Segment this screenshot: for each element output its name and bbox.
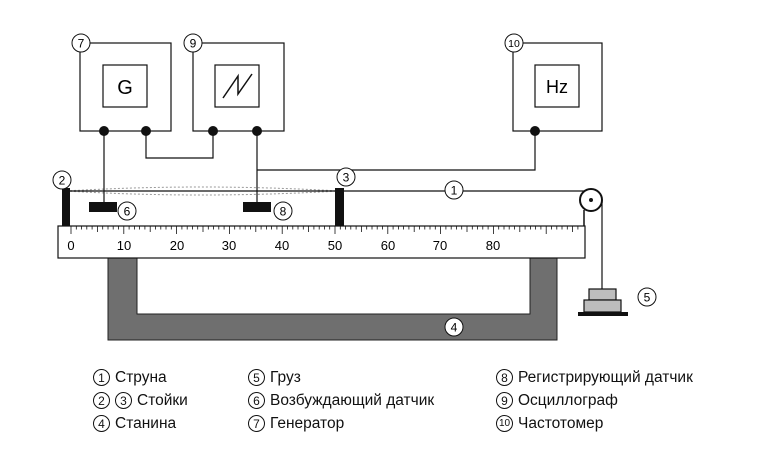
legend-number: 4 [93,415,110,432]
ruler-tick-50: 50 [328,238,342,253]
legend-label: Регистрирующий датчик [518,369,693,386]
callout-3-circle [336,167,356,187]
generator-symbol: G [117,77,133,99]
ruler-tick-0: 0 [67,238,74,253]
legend-item: 1 Струна [93,366,188,389]
legend-number: 5 [248,369,265,386]
callout-7: 7 [78,37,85,51]
legend-number: 10 [496,415,513,432]
callout-5: 5 [644,291,651,305]
terminal-dot [252,126,262,136]
legend-item: 4 Станина [93,412,188,435]
legend-label: Груз [270,369,301,386]
legend-label: Возбуждающий датчик [270,392,435,409]
callout-6: 6 [124,205,131,219]
ruler-tick-labels: 0 10 20 30 40 50 60 70 80 [67,238,500,253]
frame [107,257,558,341]
weight-upper [588,288,617,301]
callout-5-circle [637,287,657,307]
weight-lower [583,299,622,313]
callout-2-circle [52,170,72,190]
detector-sensor [243,202,271,212]
ruler-tick-70: 70 [433,238,447,253]
legend-item: 6 Возбуждающий датчик [248,389,434,412]
legend-number: 6 [248,392,265,409]
ruler-tick-30: 30 [222,238,236,253]
legend-number: 1 [93,369,110,386]
ruler-tick-10: 10 [117,238,131,253]
callout-10-circle [504,33,524,53]
callout-9-circle [183,33,203,53]
callout-8: 8 [280,205,287,219]
string-oscillation-envelope [65,186,340,196]
legend-label: Струна [115,369,167,386]
legend-label: Генератор [270,415,345,432]
callout-1: 1 [451,184,458,198]
callout-4-circle [444,317,464,337]
callout-2: 2 [59,174,66,188]
legend-column-1: 1 Струна 2 3 Стойки 4 Станина [93,366,188,435]
ruler-tick-60: 60 [381,238,395,253]
legend-item: 8 Регистрирующий датчик [496,366,693,389]
terminal-dots [99,126,540,136]
legend-label: Осциллограф [518,392,618,409]
ruler-minor-ticks [70,226,579,234]
legend-item: 10 Частотомер [496,412,693,435]
callout-1-circle [444,180,464,200]
legend-item: 9 Осциллограф [496,389,693,412]
ruler-tick-40: 40 [275,238,289,253]
terminal-dot [141,126,151,136]
post-right [335,188,344,226]
legend-number: 8 [496,369,513,386]
legend-column-3: 8 Регистрирующий датчик 9 Осциллограф 10… [496,366,693,435]
legend-number: 3 [115,392,132,409]
terminal-dot [99,126,109,136]
terminal-dot [208,126,218,136]
callout-3: 3 [343,171,350,185]
sawtooth-icon [222,73,253,99]
legend-label: Частотомер [518,415,604,432]
callout-10: 10 [508,38,520,50]
legend-item: 7 Генератор [248,412,434,435]
legend-item: 2 3 Стойки [93,389,188,412]
post-left [62,188,70,226]
exciter-sensor [89,202,117,212]
ruler-bar [57,225,586,259]
callout-7-circle [71,33,91,53]
legend-column-2: 5 Груз 6 Возбуждающий датчик 7 Генератор [248,366,434,435]
legend-number: 7 [248,415,265,432]
legend-label: Станина [115,415,177,432]
terminal-dot [530,126,540,136]
frequency-meter-symbol: Hz [546,77,568,97]
ruler-tick-20: 20 [170,238,184,253]
wire-generator-oscilloscope [145,131,214,159]
callout-9: 9 [190,37,197,51]
oscilloscope-display [214,64,260,108]
legend-number: 9 [496,392,513,409]
callout-6-circle [117,201,137,221]
legend-label: Стойки [137,392,188,409]
frequency-meter-display [534,64,580,108]
weight-base [578,312,628,316]
ruler-tick-80: 80 [486,238,500,253]
callout-8-circle [273,201,293,221]
pulley-axle [589,198,593,202]
callout-4: 4 [451,321,458,335]
legend-number: 2 [93,392,110,409]
legend-item: 5 Груз [248,366,434,389]
generator-display [102,64,148,108]
